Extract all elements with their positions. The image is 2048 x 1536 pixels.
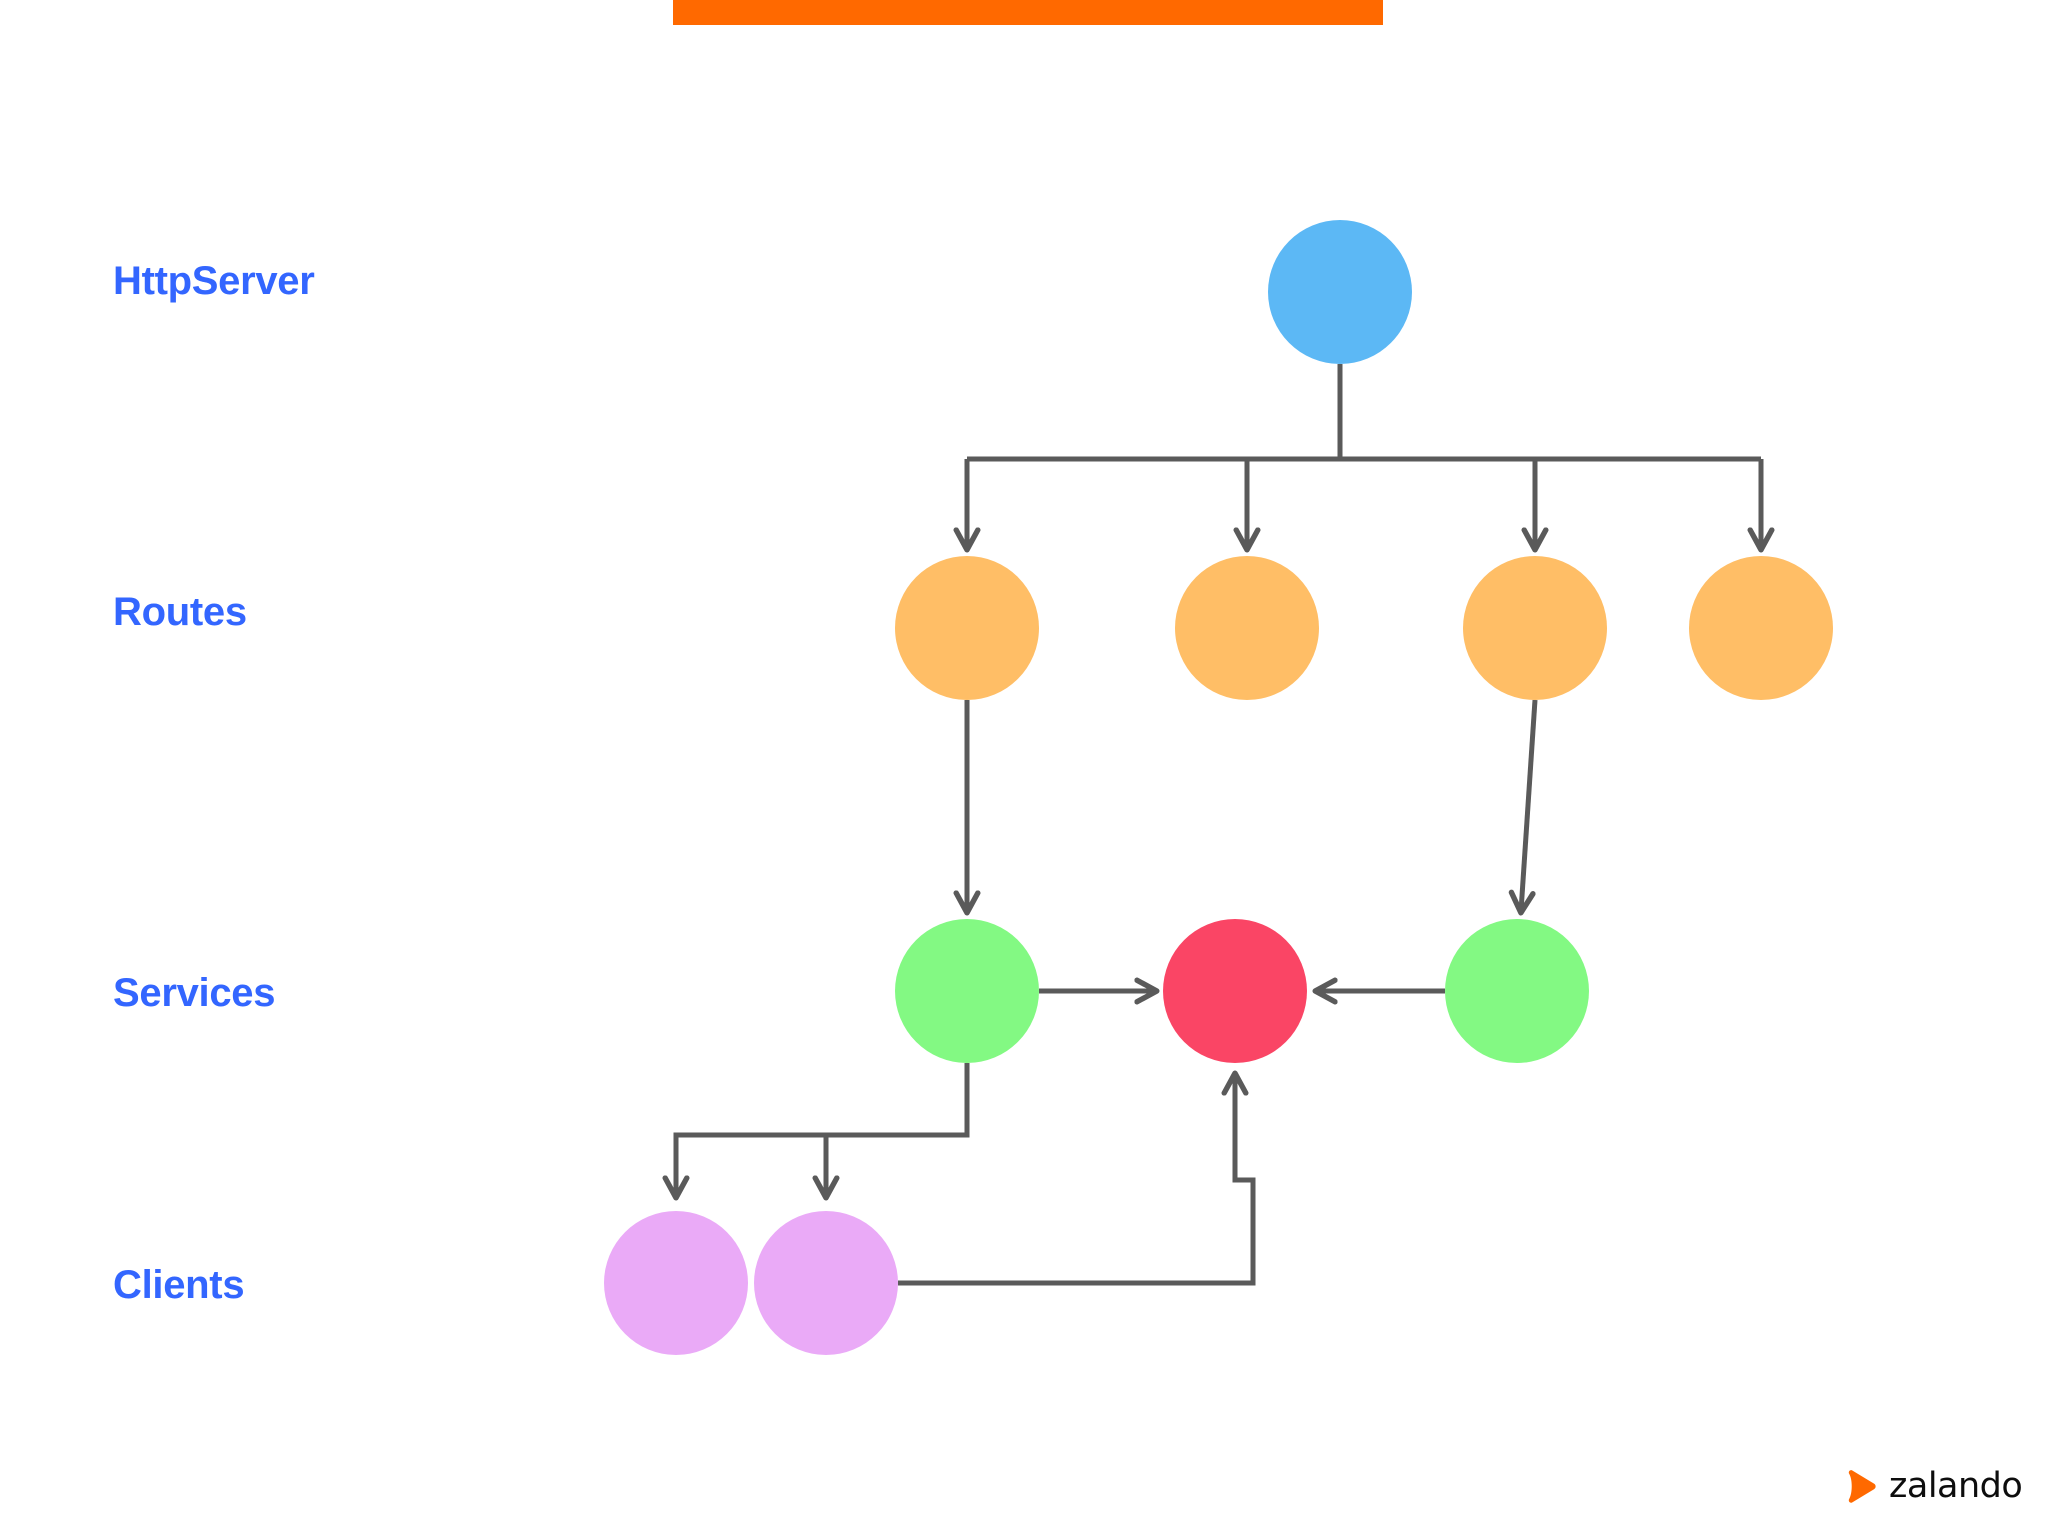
node-route-2[interactable] [1175,556,1319,700]
node-service-2[interactable] [1163,919,1307,1063]
node-client-2[interactable] [754,1211,898,1355]
row-label-httpserver: HttpServer [113,259,315,303]
row-label-clients: Clients [113,1263,245,1307]
zalando-logo: zalando [1843,1463,2023,1509]
node-service-1[interactable] [895,919,1039,1063]
node-group [604,220,1833,1355]
edge-route-3-to-service-3 [1508,699,1538,916]
node-route-3[interactable] [1463,556,1607,700]
edge-service-1-to-client-1 [662,1063,970,1201]
node-client-1[interactable] [604,1211,748,1355]
row-label-services: Services [113,971,276,1015]
node-route-1[interactable] [895,556,1039,700]
zalando-wordmark: zalando [1889,1465,2023,1506]
node-http-server[interactable] [1268,220,1412,364]
node-route-4[interactable] [1689,556,1833,700]
node-service-3[interactable] [1445,919,1589,1063]
edge-client-2-to-service-2 [898,1070,1256,1286]
edge-service-1-to-client-2 [812,1132,967,1201]
accent-bar [673,0,1383,25]
row-label-routes: Routes [113,590,247,634]
play-triangle-icon [1848,1469,1876,1503]
